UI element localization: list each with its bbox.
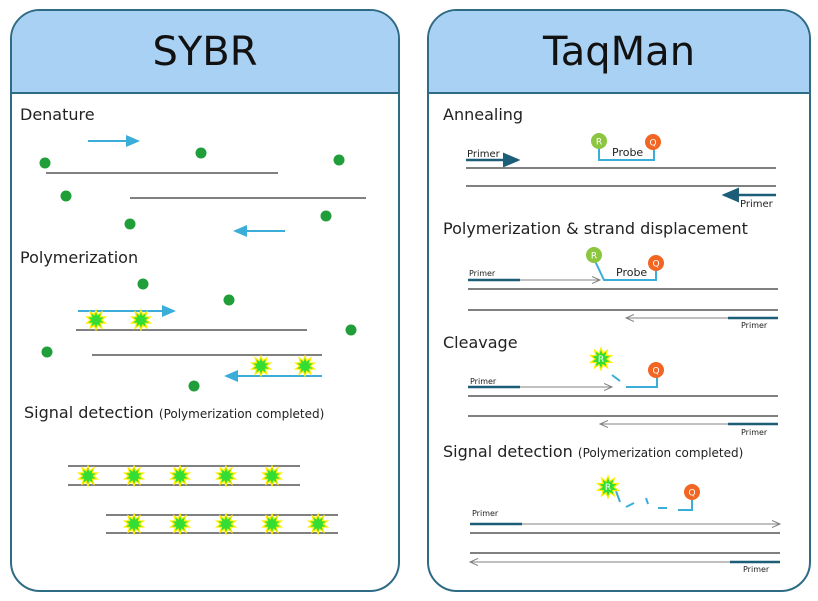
taqman-annealing-label: Annealing (443, 105, 524, 124)
taqman-annealing-art: Primer Primer Probe R Q (466, 133, 776, 210)
fluorescence-burst (122, 512, 146, 536)
sybr-dye-dot (124, 218, 136, 230)
fluorescence-burst (249, 354, 273, 378)
taqman-cleavage-art: Primer Primer R Q (468, 346, 778, 437)
sybr-dye-dot (188, 380, 200, 392)
fluorescence-burst (260, 512, 284, 536)
fluorescence-burst (260, 464, 284, 488)
reporter-label: R (598, 355, 604, 365)
taqman-signal-label: Signal detection (Polymerization complet… (443, 442, 743, 461)
sybr-denature-label: Denature (20, 105, 95, 124)
probe-label: Probe (612, 146, 643, 159)
sybr-signal-label: Signal detection (Polymerization complet… (24, 403, 324, 422)
probe-fragment (645, 497, 649, 505)
fluorescence-burst (293, 354, 317, 378)
probe-strand (594, 260, 657, 281)
sybr-polymerization-label: Polymerization (20, 248, 139, 267)
fluorescence-burst (168, 512, 192, 536)
taqman-panel: TaqMan (427, 9, 811, 592)
quencher-label: Q (649, 139, 656, 149)
quencher-dye (648, 362, 664, 378)
primer-label: Primer (743, 565, 770, 574)
probe-fragment (615, 490, 621, 503)
taqman-polymerization-label: Polymerization & strand displacement (443, 219, 748, 238)
taqman-cleavage-label: Cleavage (443, 333, 518, 352)
fluorescence-burst (306, 512, 330, 536)
reporter-label: R (596, 138, 602, 148)
sybr-header (12, 11, 398, 94)
primer-label: Primer (472, 509, 499, 518)
primer-label: Primer (469, 269, 496, 278)
sybr-title: SYBR (152, 29, 258, 75)
fluorescence-burst (595, 474, 621, 500)
sybr-dye-dot (137, 278, 149, 290)
sybr-dye-dot (223, 294, 235, 306)
probe-fragment (678, 500, 693, 511)
quencher-label: Q (652, 367, 659, 377)
sybr-dye-dot (195, 147, 207, 159)
sybr-dye-dot (39, 157, 51, 169)
taqman-title: TaqMan (542, 29, 696, 75)
taqman-signal-art: R Q Primer Primer (470, 474, 780, 574)
primer-label: Primer (470, 377, 497, 386)
probe-strand (626, 377, 658, 388)
taqman-header (429, 11, 809, 94)
sybr-dye-dot (320, 210, 332, 222)
sybr-dye-dot (60, 190, 72, 202)
fluorescence-burst (214, 464, 238, 488)
fluorescence-burst (76, 464, 100, 488)
sybr-denature-art (39, 135, 366, 237)
probe-label: Probe (616, 266, 647, 279)
sybr-signal-art (68, 464, 338, 536)
sybr-signal-sub: (Polymerization completed) (158, 407, 325, 421)
taqman-signal-main: Signal detection (443, 442, 573, 461)
reporter-dye (591, 133, 607, 149)
fluorescence-burst (122, 464, 146, 488)
probe-fragment (611, 374, 621, 382)
reporter-label: R (591, 252, 597, 262)
sybr-polymerization-art (41, 278, 357, 392)
primer-label: Primer (741, 321, 768, 330)
sybr-dye-dot (41, 346, 53, 358)
quencher-dye (645, 134, 661, 150)
fluorescence-burst (214, 512, 238, 536)
primer-label: Primer (741, 428, 768, 437)
fluorescence-burst (168, 464, 192, 488)
quencher-label: Q (652, 260, 659, 270)
reporter-dye (586, 247, 602, 263)
sybr-dye-dot (345, 324, 357, 336)
sybr-panel: SYBR (10, 9, 400, 592)
probe-fragment (625, 502, 635, 508)
primer-label: Primer (467, 149, 501, 160)
quencher-label: Q (688, 489, 695, 499)
primer-label: Primer (740, 199, 774, 210)
fluorescence-burst (588, 346, 614, 372)
sybr-signal-main: Signal detection (24, 403, 154, 422)
quencher-dye (684, 484, 700, 500)
taqman-polymerization-art: Primer Primer Probe R Q (468, 247, 778, 330)
taqman-signal-sub: (Polymerization completed) (577, 446, 744, 460)
probe-strand (598, 147, 655, 161)
sybr-dye-dot (333, 154, 345, 166)
quencher-dye (648, 255, 664, 271)
reporter-label: R (605, 483, 611, 493)
fluorescence-burst (129, 308, 153, 332)
fluorescence-burst (84, 308, 108, 332)
